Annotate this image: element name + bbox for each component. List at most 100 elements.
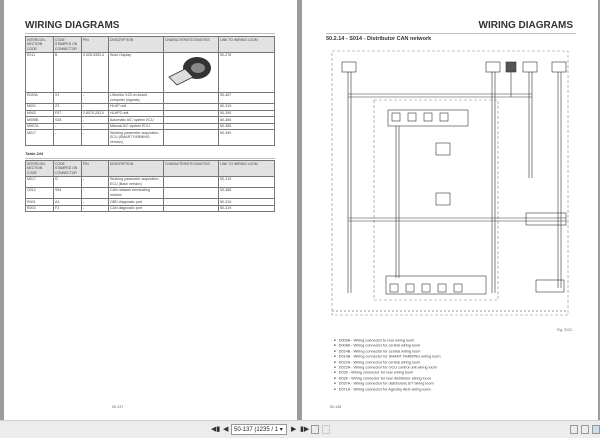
table-cell: - xyxy=(53,122,82,131)
column-header: CODE STAMPED ON CONNECTOR xyxy=(53,36,82,53)
table-cell: Working parameter acquisition ECU (Base … xyxy=(108,175,164,188)
module-box xyxy=(485,61,501,73)
previous-page-button[interactable]: ◀ xyxy=(223,426,229,433)
legend-item: D035 - Wiring connector for rear wiring … xyxy=(334,370,440,375)
table-cell: CAN network terminating resistor xyxy=(108,186,164,200)
table-cell: 2.8070.253.0 xyxy=(81,109,109,118)
module-box xyxy=(341,61,357,73)
table-cell xyxy=(163,109,219,118)
column-header: CHARACTERISTICS/NOTES xyxy=(163,36,219,53)
column-header: DESCRIPTION xyxy=(108,36,164,53)
table-cell: HLHP2 unit xyxy=(108,109,164,118)
connector-legend: D006A - Wiring connector to rear wiring … xyxy=(334,338,441,392)
table-cell xyxy=(163,204,219,213)
table-cell: F57 xyxy=(53,109,82,118)
table-cell: 50-365 xyxy=(218,116,275,124)
table-cell: Automatic A/C system ECU xyxy=(108,116,164,124)
table-cell: 50-319 xyxy=(218,198,275,206)
next-page-button[interactable]: ▶ xyxy=(291,426,297,433)
first-page-button[interactable]: ◀▮ xyxy=(211,426,221,433)
page-number: 50-138 xyxy=(330,405,342,409)
bookmark-view-icon[interactable] xyxy=(581,425,589,434)
table-cell: 50-319 xyxy=(218,175,275,188)
table-cell: M006B xyxy=(25,116,54,124)
right-page: WIRING DIAGRAMS 50.2.14 - S014 - Distrib… xyxy=(302,0,598,420)
table-cell: - xyxy=(81,175,109,188)
table-cell: Manual A/C system ECU xyxy=(108,122,164,131)
table-cell: - xyxy=(81,204,109,213)
legend-item: D022A - Wiring connector for OCU control… xyxy=(334,365,440,370)
single-page-view-icon[interactable] xyxy=(570,425,578,434)
table-row: M017--Working parameter acquisition ECU … xyxy=(25,129,275,147)
figure-label: Fig. 3122 xyxy=(557,328,572,332)
table-cell: S28 xyxy=(53,116,82,124)
table-cell: 50-319 xyxy=(218,204,275,213)
table-cell: E011 xyxy=(25,51,54,93)
table-cell: - xyxy=(81,129,109,147)
table-cell: 50-365 xyxy=(218,122,275,131)
legend-item: D008A - Wiring connector for central wir… xyxy=(334,343,440,348)
table-cell xyxy=(163,129,219,147)
table-cell: - xyxy=(81,198,109,206)
column-header: LINK TO WIRING LOOM xyxy=(218,36,275,53)
table-cell: Work Display xyxy=(108,51,164,93)
table-cell: M017 xyxy=(25,175,54,188)
page-header: WIRING DIAGRAMS xyxy=(25,20,120,31)
table-cell: M002 xyxy=(25,109,54,118)
column-header: LINK TO WIRING LOOM xyxy=(218,160,275,177)
table-cell: - xyxy=(81,116,109,124)
work-display-image xyxy=(163,51,219,93)
legend-item: D037A - Wiring connector for distributor… xyxy=(334,381,440,386)
table-cell: 50-359 xyxy=(218,129,275,147)
table-cell: 0.026.5353.4 xyxy=(81,51,109,93)
table-cell: S54 xyxy=(53,186,82,200)
table-cell xyxy=(163,116,219,124)
column-header: INTERCON-NECTION CODE xyxy=(25,36,54,53)
table-cell: HLHP unit xyxy=(108,102,164,111)
table-cell: M001 xyxy=(25,102,54,111)
table-cell: A1 xyxy=(53,198,82,206)
two-page-view-icon[interactable] xyxy=(592,425,600,434)
copy-icon[interactable] xyxy=(311,425,319,434)
table-cell: 50-319 xyxy=(218,102,275,111)
section-title: 50.2.14 - S014 - Distributor CAN network xyxy=(326,36,432,42)
legend-item: D036 - Wiring connector for rear distrib… xyxy=(334,376,440,381)
module-box xyxy=(505,61,517,73)
table-cell xyxy=(163,198,219,206)
page-header: WIRING DIAGRAMS xyxy=(478,20,573,31)
paste-icon[interactable] xyxy=(322,425,330,434)
table-cell: R003 xyxy=(25,204,54,213)
table-cell: Working parameter acquisition ECU (SMART… xyxy=(108,129,164,147)
last-page-button[interactable]: ▮▶ xyxy=(300,426,310,433)
page-number: 50-137 xyxy=(112,405,124,409)
table-cell: 50-278 xyxy=(218,51,275,93)
column-header: DESCRIPTION xyxy=(108,160,164,177)
page-number-text: 50-137 (1235 / 1 xyxy=(234,427,279,433)
module-box xyxy=(551,61,567,73)
table-cell: I-Monitor X25 on-board computer (signals… xyxy=(108,91,164,104)
table-cell: Z3 xyxy=(53,102,82,111)
column-header: CHARACTERISTICS/NOTES xyxy=(163,160,219,177)
legend-item: D014B - Wiring connector for central wir… xyxy=(334,349,440,354)
table-cell: 50-467 xyxy=(218,91,275,104)
wiring-diagram xyxy=(331,50,569,316)
table-caption: Table 244 xyxy=(25,151,44,156)
table-cell: F2 xyxy=(53,204,82,213)
legend-item: D014B - Wiring connector for SMART FARMI… xyxy=(334,354,441,359)
legend-item: D006A - Wiring connector to rear wiring … xyxy=(334,338,440,343)
page-number-input[interactable]: 50-137 (1235 / 1 ▾ xyxy=(231,424,287,435)
column-header: PIN xyxy=(81,160,109,177)
table-cell: M017 xyxy=(25,129,54,147)
